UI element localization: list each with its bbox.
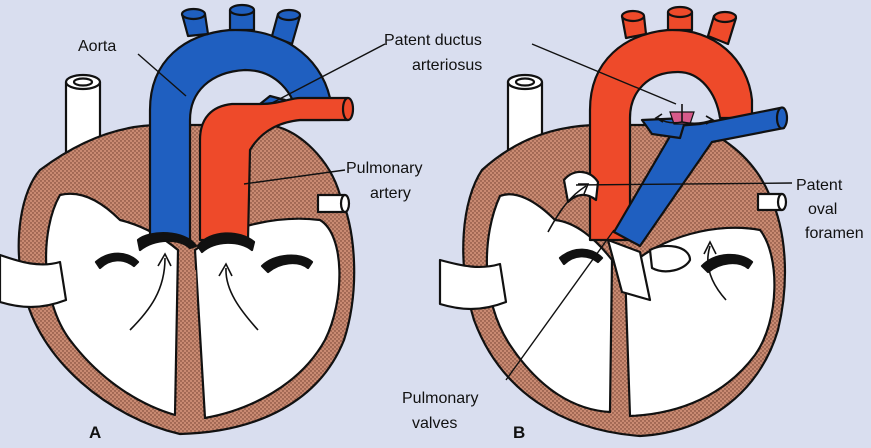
patent-ductus-arteriosus-b[interactable] (656, 104, 713, 124)
left-heart-chamber-a (195, 219, 339, 418)
label-oval-line3: foramen (805, 225, 864, 242)
septum-a (176, 270, 200, 420)
label-ductus-line2: arteriosus (412, 57, 482, 74)
label-oval-line1: Patent (796, 177, 843, 194)
inferior-vena-cava-a (0, 255, 66, 307)
label-aorta: Aorta (78, 38, 116, 55)
inferior-vena-cava-b (440, 260, 506, 309)
label-oval-line2: oval (808, 201, 837, 218)
panel-letter-b: B (513, 423, 525, 442)
label-pulmonary-artery-line1: Pulmonary (346, 160, 422, 177)
panel-a-heart (0, 5, 354, 434)
label-pulmonary-artery-line2: artery (370, 185, 411, 202)
left-heart-chamber-b[interactable] (625, 228, 774, 416)
panel-b-heart (440, 7, 787, 436)
panel-letter-a: A (89, 423, 101, 442)
label-valves-line2: valves (412, 415, 457, 432)
label-valves-line1: Pulmonary (402, 390, 478, 407)
label-ductus-line1: Patent ductus (384, 32, 482, 49)
